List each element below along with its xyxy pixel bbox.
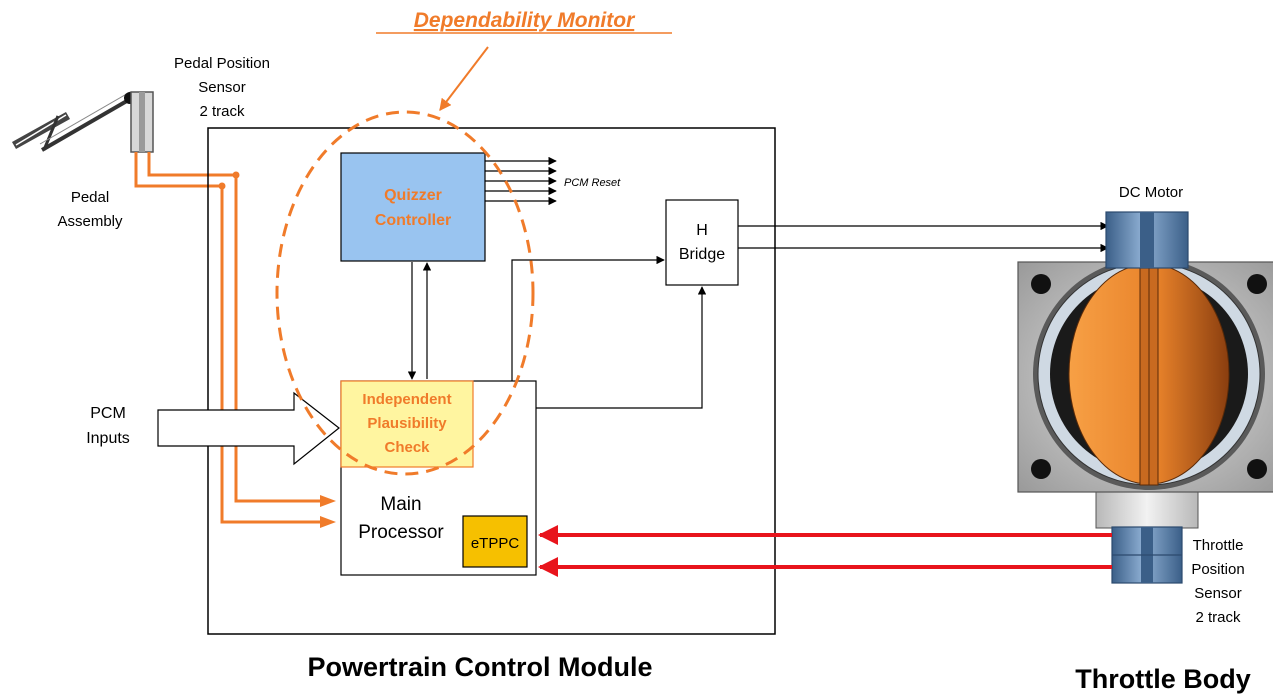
main-processor-label-1: Main xyxy=(380,494,421,515)
throttle-body-drawing xyxy=(1017,211,1273,584)
h-bridge-label-1: H xyxy=(696,222,708,239)
plausibility-check-box xyxy=(340,380,474,468)
throttle-sensor-label-2: Position xyxy=(1191,561,1244,578)
pcm-reset-arrows xyxy=(485,156,557,206)
plausibility-label-3: Check xyxy=(384,439,430,456)
dc-motor-label: DC Motor xyxy=(1119,184,1183,201)
h-bridge-box xyxy=(665,199,739,286)
dependability-monitor-title: Dependability Monitor xyxy=(414,9,636,32)
processor-to-hbridge-arrow-2 xyxy=(536,286,707,409)
pedal-sensor-label-2: Sensor xyxy=(198,79,246,96)
pcm-inputs-arrow xyxy=(157,391,340,466)
throttle-body-title: Throttle Body xyxy=(1075,664,1251,694)
pcm-title: Powertrain Control Module xyxy=(307,652,652,682)
quizzer-controller-box xyxy=(340,152,486,262)
pedal-assembly-label-1: Pedal xyxy=(71,189,109,206)
pedal-sensor-label-1: Pedal Position xyxy=(174,55,270,72)
throttle-sensor-label-3: Sensor xyxy=(1194,585,1242,602)
quizzer-label-2: Controller xyxy=(375,212,451,229)
wire-junction-dot xyxy=(218,182,226,190)
pcm-reset-label: PCM Reset xyxy=(564,177,621,189)
throttle-sensor-feedback-lines xyxy=(538,525,1112,577)
throttle-sensor-label-1: Throttle xyxy=(1193,537,1244,554)
etppc-box xyxy=(462,515,528,568)
pedal-sensor-label-3: 2 track xyxy=(199,103,245,120)
h-bridge-label-2: Bridge xyxy=(679,246,725,263)
main-processor-label-2: Processor xyxy=(358,522,444,543)
quizzer-label-1: Quizzer xyxy=(384,187,442,204)
pedal-sensor-wires xyxy=(134,152,330,524)
pedal-assembly-drawing xyxy=(12,91,154,153)
pedal-assembly-label-2: Assembly xyxy=(57,213,123,230)
processor-to-hbridge-arrow xyxy=(511,255,665,381)
plausibility-label-2: Plausibility xyxy=(367,415,447,432)
plausibility-label-1: Independent xyxy=(362,391,451,408)
pcm-inputs-label-2: Inputs xyxy=(86,430,130,447)
pcm-box xyxy=(207,127,776,635)
dependability-monitor-ellipse xyxy=(275,110,535,476)
throttle-sensor-label-4: 2 track xyxy=(1195,609,1241,626)
etppc-label: eTPPC xyxy=(471,535,520,552)
dependability-pointer-arrow xyxy=(439,46,489,111)
pcm-inputs-label-1: PCM xyxy=(90,405,126,422)
wire-junction-dot xyxy=(232,171,240,179)
